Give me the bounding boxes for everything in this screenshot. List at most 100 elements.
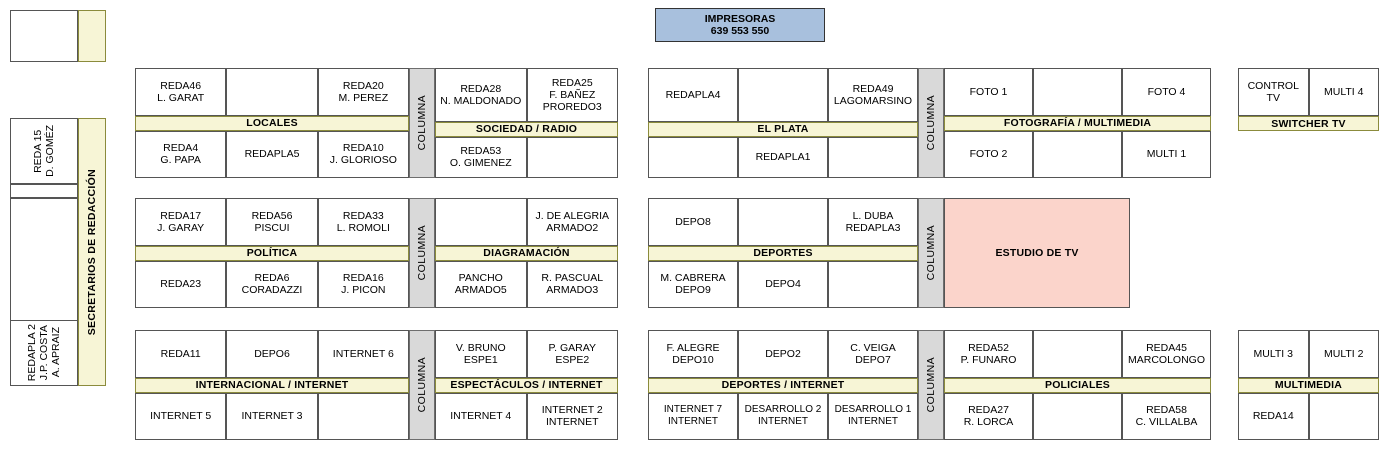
desk-row-top: REDA11 DEPO6 INTERNET 6 — [135, 330, 409, 378]
desk-cell[interactable]: REDAPLA4 — [648, 68, 738, 122]
desk-cell[interactable]: REDA6 CORADAZZI — [226, 260, 318, 308]
desk-cell[interactable]: DESARROLLO 1 INTERNET — [828, 392, 918, 440]
sidebar-desk-empty-a[interactable] — [10, 184, 78, 198]
desk-cell[interactable] — [1033, 130, 1122, 178]
desk-cell[interactable]: REDA56 PISCUI — [226, 198, 318, 246]
desk-cell[interactable]: FOTO 1 — [944, 68, 1033, 116]
desk-row-bottom: PANCHO ARMADO5 R. PASCUAL ARMADO3 — [435, 260, 618, 308]
desk-group-banner: EL PLATA — [648, 121, 918, 137]
desk-group-locales: REDA46 L. GARAT REDA20 M. PEREZ LOCALES … — [135, 68, 409, 178]
desk-row-top: F. ALEGRE DEPO10 DEPO2 C. VEIGA DEPO7 — [648, 330, 918, 378]
columna-pillar: COLUMNA — [409, 198, 435, 308]
desk-cell[interactable]: REDA28 N. MALDONADO — [435, 68, 527, 122]
desk-cell[interactable]: R. PASCUAL ARMADO3 — [526, 260, 618, 308]
columna-label: COLUMNA — [416, 357, 428, 413]
desk-cell[interactable] — [1033, 392, 1122, 440]
desk-cell[interactable]: REDA17 J. GARAY — [135, 198, 227, 246]
desk-cell[interactable] — [1033, 330, 1122, 378]
desk-group-banner: INTERNACIONAL / INTERNET — [135, 377, 409, 393]
desk-cell[interactable]: REDA14 — [1238, 392, 1309, 440]
estudio-de-tv-room[interactable]: ESTUDIO DE TV — [944, 198, 1130, 308]
desk-cell[interactable]: INTERNET 5 — [135, 392, 227, 440]
desk-cell[interactable] — [738, 68, 828, 122]
desk-row-top: REDA17 J. GARAY REDA56 PISCUI REDA33 L. … — [135, 198, 409, 246]
sidebar-desk-redapla2[interactable] — [10, 320, 78, 386]
desk-cell[interactable]: REDA58 C. VILLALBA — [1122, 392, 1211, 440]
desk-cell[interactable]: INTERNET 7 INTERNET — [648, 392, 738, 440]
desk-cell[interactable] — [226, 68, 318, 116]
estudio-de-tv-label: ESTUDIO DE TV — [995, 247, 1079, 259]
desk-cell[interactable] — [435, 198, 527, 246]
desk-cell[interactable] — [317, 392, 409, 440]
sidebar-desk-reda15[interactable] — [10, 118, 78, 184]
desk-cell[interactable]: INTERNET 6 — [317, 330, 409, 378]
desk-cell[interactable]: P. GARAY ESPE2 — [526, 330, 618, 378]
desk-cell[interactable]: REDAPLA1 — [738, 136, 828, 178]
desk-cell[interactable] — [1308, 392, 1379, 440]
desk-cell[interactable]: REDA20 M. PEREZ — [317, 68, 409, 116]
desk-cell[interactable]: INTERNET 2 INTERNET — [526, 392, 618, 440]
sidebar-desk-redapla2-text: REDAPLA 2 J.P. COSTA A. APRAIZ — [10, 320, 78, 386]
desk-cell[interactable]: PANCHO ARMADO5 — [435, 260, 527, 308]
desk-cell[interactable]: L. DUBA REDAPLA3 — [828, 198, 918, 246]
desk-group-diagramacion: J. DE ALEGRIA ARMADO2 DIAGRAMACIÓN PANCH… — [435, 198, 618, 308]
desk-cell[interactable]: INTERNET 4 — [435, 392, 527, 440]
desk-cell[interactable]: F. ALEGRE DEPO10 — [648, 330, 738, 378]
columna-pillar: COLUMNA — [409, 330, 435, 440]
desk-cell[interactable]: REDA49 LAGOMARSINO — [828, 68, 918, 122]
desk-cell[interactable]: REDA16 J. PICON — [317, 260, 409, 308]
columna-label: COLUMNA — [925, 357, 937, 413]
desk-cell[interactable] — [648, 136, 738, 178]
desk-group-deportes-internet: F. ALEGRE DEPO10 DEPO2 C. VEIGA DEPO7 DE… — [648, 330, 918, 440]
desk-cell[interactable] — [828, 136, 918, 178]
desk-cell[interactable]: REDA23 — [135, 260, 227, 308]
desk-cell[interactable]: MULTI 3 — [1238, 330, 1309, 378]
desk-cell[interactable]: REDA11 — [135, 330, 227, 378]
desk-cell[interactable]: DEPO4 — [738, 260, 828, 308]
desk-cell[interactable]: DEPO8 — [648, 198, 738, 246]
desk-cell[interactable]: MULTI 2 — [1308, 330, 1379, 378]
desk-cell[interactable]: MULTI 1 — [1122, 130, 1211, 178]
sidebar-section-label-text: SECRETARIOS DE REDACCIÓN — [86, 168, 98, 336]
desk-cell[interactable]: DEPO6 — [226, 330, 318, 378]
desk-cell[interactable]: REDA46 L. GARAT — [135, 68, 227, 116]
desk-group-banner: DEPORTES — [648, 245, 918, 261]
desk-group-internacional-internet: REDA11 DEPO6 INTERNET 6 INTERNACIONAL / … — [135, 330, 409, 440]
desk-cell[interactable]: FOTO 2 — [944, 130, 1033, 178]
sidebar-empty-desk-top[interactable] — [10, 10, 78, 62]
desk-cell[interactable] — [1033, 68, 1122, 116]
columna-label: COLUMNA — [416, 225, 428, 281]
desk-cell[interactable]: INTERNET 3 — [226, 392, 318, 440]
desk-group-banner: POLÍTICA — [135, 245, 409, 261]
desk-cell[interactable]: DEPO2 — [738, 330, 828, 378]
desk-row-bottom: INTERNET 7 INTERNET DESARROLLO 2 INTERNE… — [648, 392, 918, 440]
desk-cell[interactable]: J. DE ALEGRIA ARMADO2 — [526, 198, 618, 246]
desk-row-bottom: REDA23 REDA6 CORADAZZI REDA16 J. PICON — [135, 260, 409, 308]
desk-cell[interactable]: REDA53 O. GIMENEZ — [435, 136, 527, 178]
desk-cell[interactable]: REDAPLA5 — [226, 130, 318, 178]
desk-cell[interactable]: C. VEIGA DEPO7 — [828, 330, 918, 378]
desk-cell[interactable] — [828, 260, 918, 308]
desk-cell[interactable]: CONTROL TV — [1238, 68, 1309, 116]
desk-cell[interactable]: REDA10 J. GLORIOSO — [317, 130, 409, 178]
desk-cell[interactable]: V. BRUNO ESPE1 — [435, 330, 527, 378]
sidebar-desk-empty-b[interactable] — [10, 198, 78, 330]
desk-cell[interactable]: REDA25 F. BAÑEZ PROREDO3 — [526, 68, 618, 122]
desk-cell[interactable]: REDA52 P. FUNARO — [944, 330, 1033, 378]
desk-cell[interactable]: REDA33 L. ROMOLI — [317, 198, 409, 246]
desk-row-top: REDA52 P. FUNARO REDA45 MARCOLONGO — [944, 330, 1211, 378]
desk-group-sociedad-radio: REDA28 N. MALDONADO REDA25 F. BAÑEZ PROR… — [435, 68, 618, 178]
printers-numbers: 639 553 550 — [710, 25, 770, 37]
desk-row-top: REDA28 N. MALDONADO REDA25 F. BAÑEZ PROR… — [435, 68, 618, 122]
desk-cell[interactable]: REDA27 R. LORCA — [944, 392, 1033, 440]
desk-cell[interactable]: REDA45 MARCOLONGO — [1122, 330, 1211, 378]
desk-cell[interactable]: FOTO 4 — [1122, 68, 1211, 116]
desk-cell[interactable] — [526, 136, 618, 178]
columna-pillar: COLUMNA — [918, 198, 944, 308]
desk-cell[interactable]: M. CABRERA DEPO9 — [648, 260, 738, 308]
desk-cell[interactable]: MULTI 4 — [1308, 68, 1379, 116]
desk-cell[interactable]: REDA4 G. PAPA — [135, 130, 227, 178]
desk-cell[interactable]: DESARROLLO 2 INTERNET — [738, 392, 828, 440]
desk-cell[interactable] — [738, 198, 828, 246]
desk-row-bottom: M. CABRERA DEPO9 DEPO4 — [648, 260, 918, 308]
